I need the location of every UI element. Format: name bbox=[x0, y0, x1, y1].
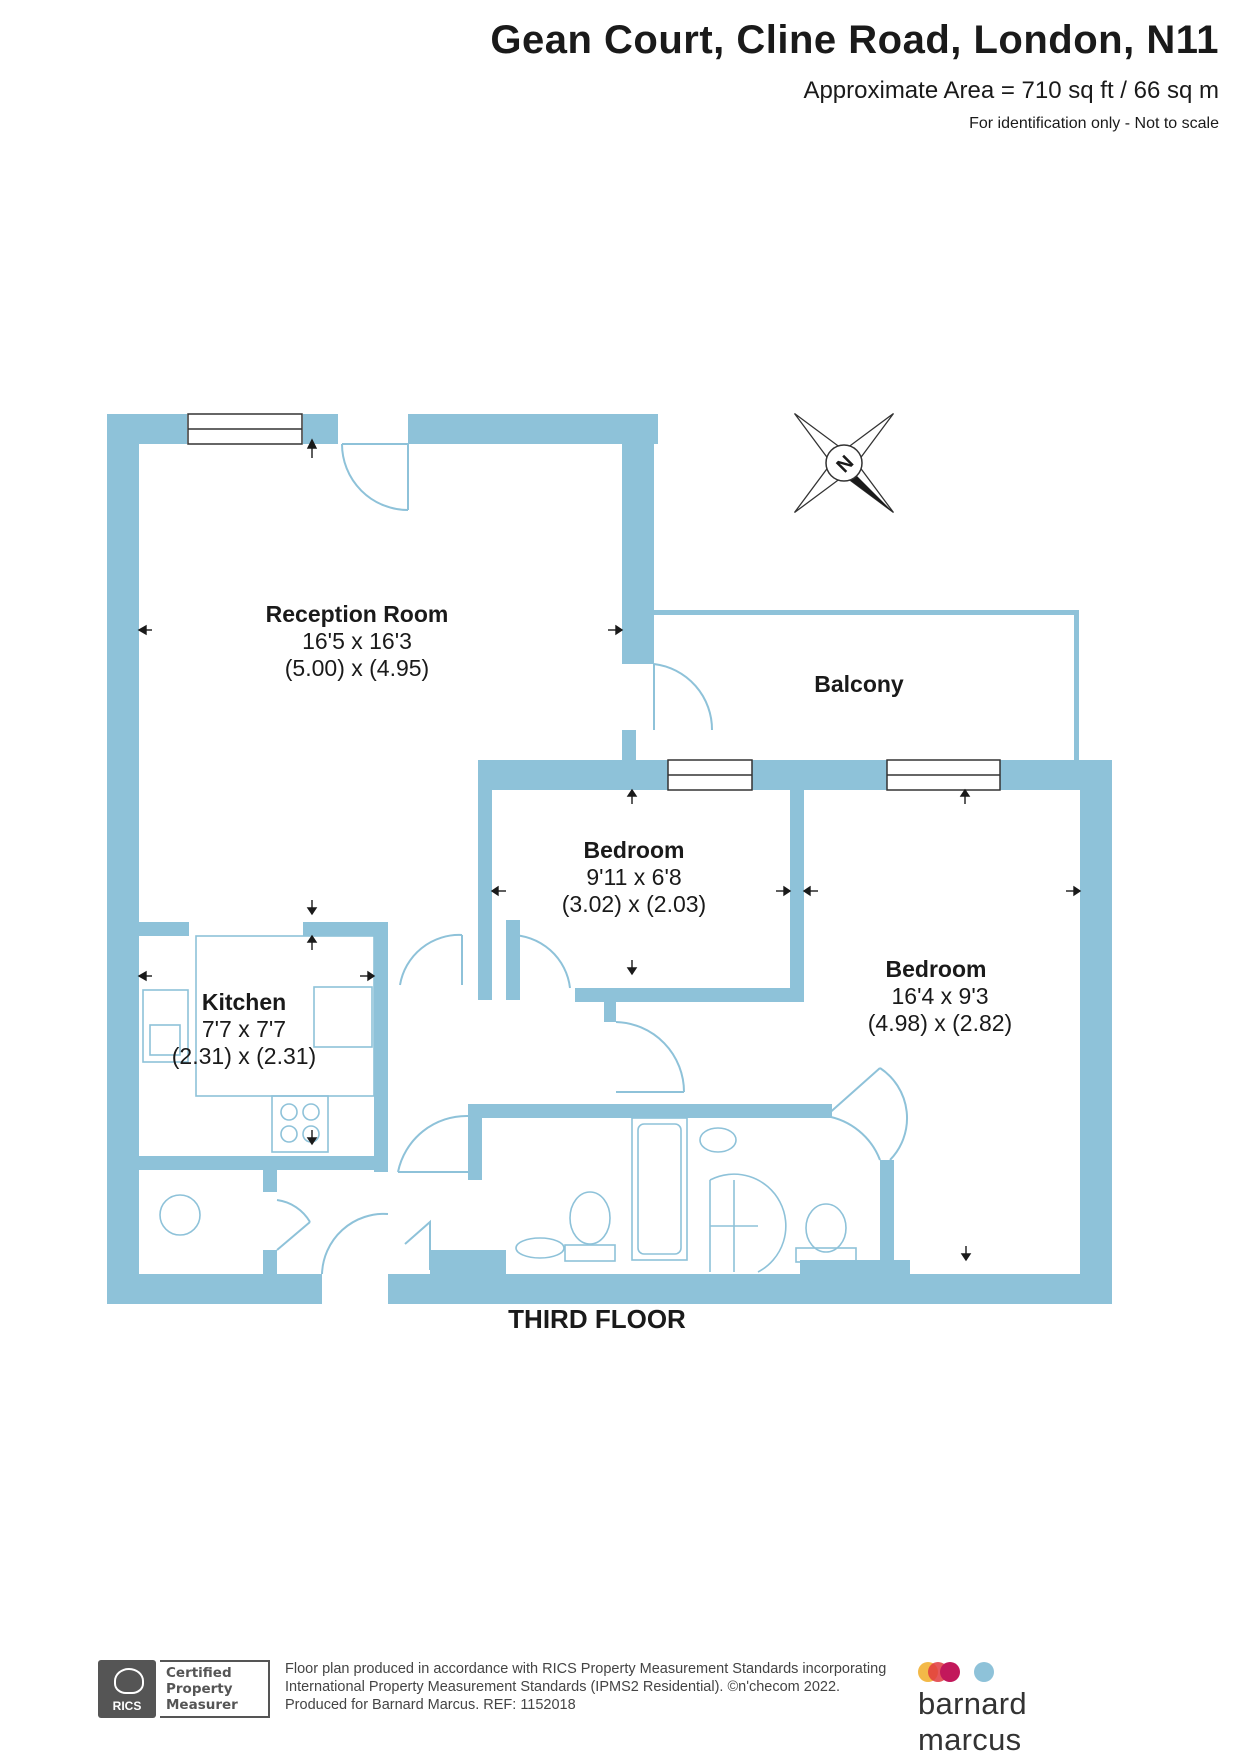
bath bbox=[631, 1117, 688, 1261]
rics-logo-icon: RICS bbox=[98, 1660, 156, 1718]
ensuite-basin bbox=[699, 1127, 737, 1153]
boiler-cylinder bbox=[159, 1194, 201, 1236]
rics-line-3: Measurer bbox=[166, 1697, 238, 1713]
brand-logo: barnard marcus bbox=[918, 1662, 1138, 1757]
dimension-markers bbox=[137, 438, 1082, 1262]
kitchen-metric: (2.31) x (2.31) bbox=[172, 1043, 316, 1069]
shower-curve bbox=[709, 1173, 787, 1273]
compass-icon bbox=[793, 412, 895, 514]
kitchen-sink bbox=[142, 989, 189, 1063]
reception-room-name: Reception Room bbox=[266, 601, 449, 627]
footer-line-3: Produced for Barnard Marcus. REF: 115201… bbox=[285, 1697, 576, 1713]
balcony-name: Balcony bbox=[814, 671, 904, 697]
bedroom2-metric: (4.98) x (2.82) bbox=[868, 1010, 1012, 1036]
rics-badge: RICS Certified Property Measurer bbox=[98, 1660, 273, 1718]
bathroom-wc bbox=[569, 1191, 611, 1245]
windows bbox=[187, 413, 1001, 791]
reception-room-imperial: 16'5 x 16'3 bbox=[302, 628, 412, 654]
fridge bbox=[313, 986, 373, 1048]
property-title: Gean Court, Cline Road, London, N11 bbox=[490, 18, 1219, 62]
header: Gean Court, Cline Road, London, N11 Appr… bbox=[490, 18, 1219, 133]
footer-line-1: Floor plan produced in accordance with R… bbox=[285, 1661, 887, 1677]
brand-name: barnard marcus bbox=[918, 1686, 1027, 1757]
floor-label: THIRD FLOOR bbox=[508, 1304, 686, 1334]
hob bbox=[271, 1095, 329, 1153]
kitchen-name: Kitchen bbox=[202, 989, 286, 1015]
kitchen-imperial: 7'7 x 7'7 bbox=[202, 1016, 286, 1042]
bedroom2-imperial: 16'4 x 9'3 bbox=[891, 983, 988, 1009]
approximate-area: Approximate Area = 710 sq ft / 66 sq m bbox=[803, 77, 1219, 104]
rics-line-2: Property bbox=[166, 1681, 233, 1697]
certified-measurer-box: Certified Property Measurer bbox=[160, 1660, 270, 1718]
walls bbox=[107, 414, 1112, 1304]
doors bbox=[276, 443, 908, 1275]
bathroom-basin bbox=[515, 1237, 565, 1259]
fixtures bbox=[142, 935, 857, 1273]
rics-line-1: Certified bbox=[166, 1665, 232, 1681]
bedroom1-name: Bedroom bbox=[584, 837, 685, 863]
bedroom1-metric: (3.02) x (2.03) bbox=[562, 891, 706, 917]
reception-room-metric: (5.00) x (4.95) bbox=[285, 655, 429, 681]
identification-note: For identification only - Not to scale bbox=[969, 115, 1219, 132]
footer-disclaimer: Floor plan produced in accordance with R… bbox=[285, 1660, 886, 1714]
bedroom2-name: Bedroom bbox=[886, 956, 987, 982]
footer-line-2: International Property Measurement Stand… bbox=[285, 1679, 841, 1695]
bedroom1-imperial: 9'11 x 6'8 bbox=[586, 864, 681, 890]
ensuite-wc bbox=[805, 1203, 847, 1253]
